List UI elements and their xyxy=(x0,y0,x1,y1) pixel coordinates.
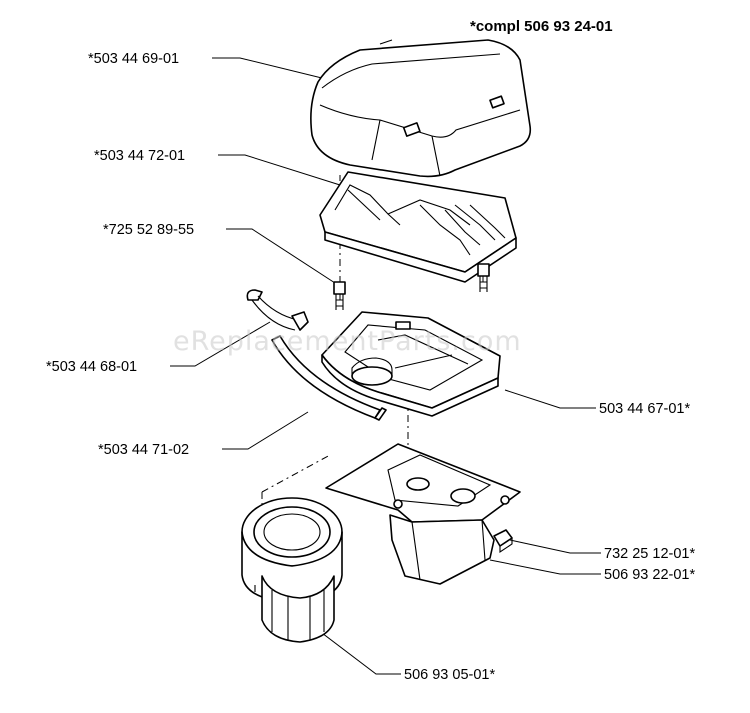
label-filter-holder: 503 44 67-01* xyxy=(599,401,691,417)
label-hose: *503 44 71-02 xyxy=(98,442,190,458)
label-screw: *725 52 89-55 xyxy=(103,222,195,238)
assembly-title: *compl 506 93 24-01 xyxy=(470,18,613,35)
filter-frame xyxy=(319,171,517,283)
label-nut: 732 25 12-01* xyxy=(604,546,696,562)
label-clip: *503 44 68-01 xyxy=(46,359,138,375)
prefilter xyxy=(241,497,343,643)
label-filter-frame: *503 44 72-01 xyxy=(94,148,186,164)
filter-holder xyxy=(321,311,501,417)
watermark: eReplacementParts.com xyxy=(173,326,522,357)
screws xyxy=(333,263,490,310)
nut xyxy=(493,529,513,554)
retaining-clip xyxy=(246,289,309,331)
leader-lines xyxy=(170,57,601,675)
label-bracket: 506 93 22-01* xyxy=(604,567,696,583)
hose xyxy=(271,335,387,421)
mounting-bracket xyxy=(325,443,521,585)
label-cover: *503 44 69-01 xyxy=(88,51,180,67)
air-filter-cover xyxy=(310,39,532,178)
label-prefilter: 506 93 05-01* xyxy=(404,667,496,683)
